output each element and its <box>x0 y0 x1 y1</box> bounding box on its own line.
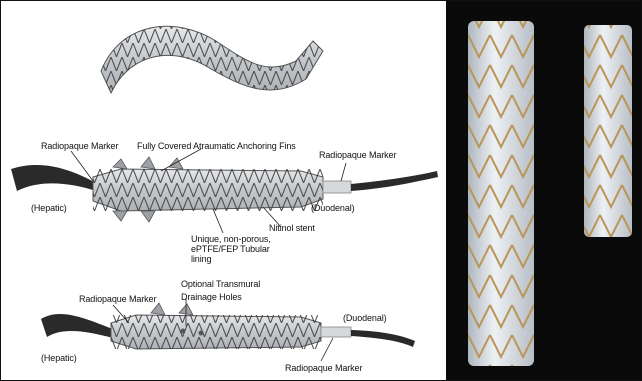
label-duodenal-top: (Duodenal) <box>311 203 355 213</box>
curved-stent <box>101 26 323 93</box>
duodenal-catheter-top <box>351 171 438 191</box>
drainage-hole <box>199 331 204 336</box>
label-hepatic-top: (Hepatic) <box>31 203 67 213</box>
short-stent-photo <box>584 25 632 237</box>
duodenal-catheter-bottom <box>351 330 415 347</box>
anchoring-fin <box>141 157 155 169</box>
stent-photo-panel <box>446 1 641 380</box>
label-tubular-lining: Unique, non-porous, ePTFE/FEP Tubular li… <box>191 234 289 264</box>
hepatic-catheter-bottom <box>41 314 113 338</box>
anchoring-fin <box>113 159 127 169</box>
stent-diagram-svg <box>1 1 446 380</box>
label-radiopaque-marker-bottom-left: Radiopaque Marker <box>79 294 156 304</box>
stent-photo-svg <box>446 1 641 380</box>
label-radiopaque-marker-bottom: Radiopaque Marker <box>285 363 362 373</box>
label-drainage-holes: Optional Transmural Drainage Holes <box>181 278 273 304</box>
anchoring-fin <box>141 211 155 222</box>
anchoring-fin <box>151 303 165 315</box>
label-hepatic-bottom: (Hepatic) <box>41 353 77 363</box>
drainage-hole <box>181 329 186 334</box>
stent-diagram-panel: Radiopaque Marker Fully Covered Atraumat… <box>1 1 446 380</box>
long-stent-photo <box>468 21 534 366</box>
anchoring-fin <box>113 211 127 221</box>
label-radiopaque-marker-duodenal: Radiopaque Marker <box>319 150 396 160</box>
label-duodenal-bottom: (Duodenal) <box>343 313 387 323</box>
radiopaque-marker-bottom <box>321 327 351 337</box>
radiopaque-marker-duodenal <box>323 181 351 193</box>
straight-stent-bottom <box>41 303 415 349</box>
straight-stent-top <box>11 157 438 222</box>
label-nitinol-stent: Nitinol stent <box>269 223 315 233</box>
label-radiopaque-marker-hepatic: Radiopaque Marker <box>41 141 118 151</box>
hepatic-catheter-top <box>11 165 96 191</box>
label-anchoring-fins: Fully Covered Atraumatic Anchoring Fins <box>137 141 296 151</box>
